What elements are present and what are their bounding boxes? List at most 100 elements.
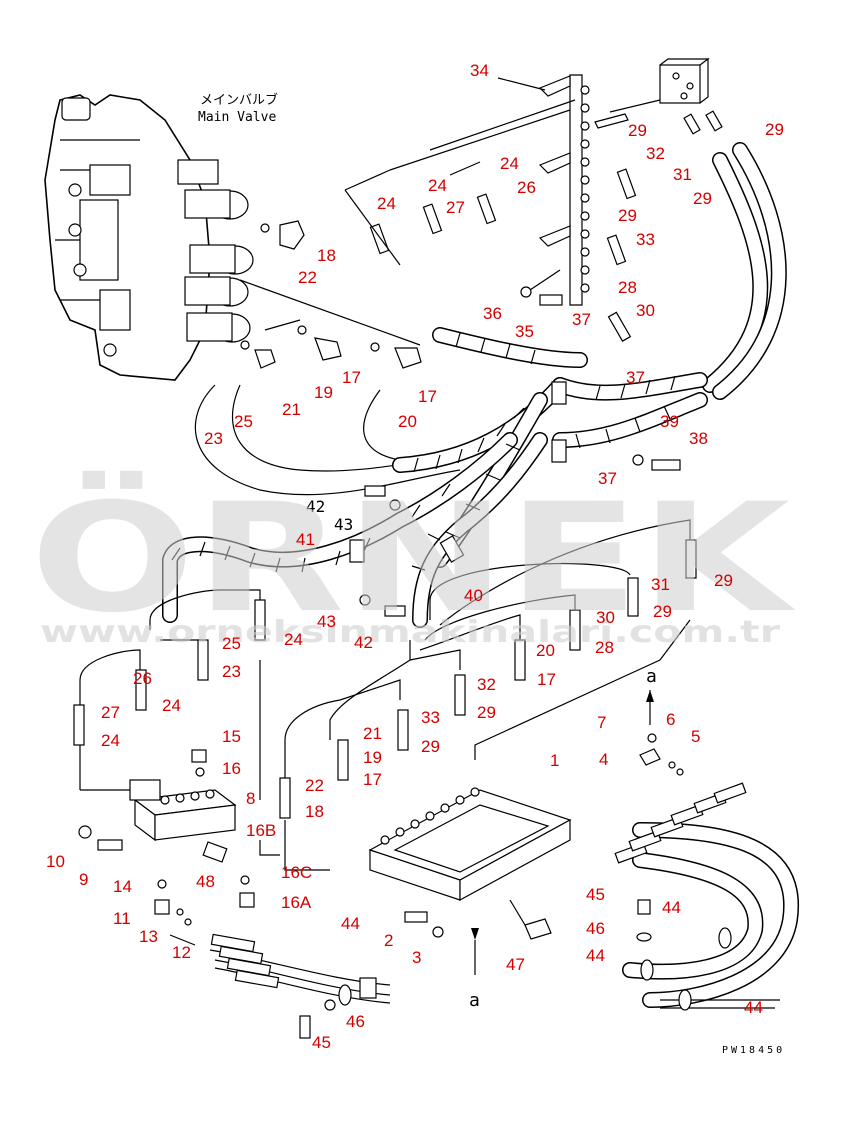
callout-17: 17	[537, 670, 556, 689]
callout-24: 24	[162, 696, 181, 715]
callout-30: 30	[636, 301, 655, 320]
callout-24: 24	[284, 630, 303, 649]
callout-44: 44	[662, 898, 681, 917]
callout-46: 46	[346, 1012, 365, 1031]
callout-39: 39	[660, 412, 679, 431]
callout-29: 29	[618, 206, 637, 225]
callout-35: 35	[515, 322, 534, 341]
callout-37: 37	[598, 469, 617, 488]
callout-29: 29	[714, 571, 733, 590]
callout-13: 13	[139, 927, 158, 946]
callout-29: 29	[693, 189, 712, 208]
main-valve-drawing	[44, 94, 422, 381]
callout-42-outline: 42	[306, 497, 325, 516]
callout-43: 43	[317, 612, 336, 631]
upper-leader-lines	[239, 77, 661, 346]
top-manifold-drawing	[369, 57, 787, 400]
arrow-label-bottom: a	[469, 990, 480, 1011]
callout-33: 33	[636, 230, 655, 249]
callout-29: 29	[477, 703, 496, 722]
callout-2: 2	[384, 931, 393, 950]
callout-47: 47	[506, 955, 525, 974]
callout-28: 28	[595, 638, 614, 657]
callout-45: 45	[586, 885, 605, 904]
callout-41: 41	[296, 530, 315, 549]
callout-19: 19	[363, 748, 382, 767]
callout-44: 44	[744, 998, 763, 1017]
callout-16A: 16A	[281, 893, 312, 912]
callout-42: 42	[354, 633, 373, 652]
callout-44: 44	[586, 946, 605, 965]
callout-15: 15	[222, 727, 241, 746]
callout-16: 16	[222, 759, 241, 778]
callout-12: 12	[172, 943, 191, 962]
callout-33: 33	[421, 708, 440, 727]
callout-45: 45	[312, 1033, 331, 1052]
callout-24: 24	[500, 154, 519, 173]
callout-21: 21	[282, 400, 301, 419]
callout-29: 29	[421, 737, 440, 756]
callout-8: 8	[246, 789, 255, 808]
callout-24: 24	[377, 194, 396, 213]
callout-20: 20	[536, 641, 555, 660]
callout-28: 28	[618, 278, 637, 297]
watermark-brand: ÖRNEK	[30, 470, 796, 646]
lower-lines-drawing	[73, 519, 697, 871]
callout-20: 20	[398, 412, 417, 431]
right-hose-assembly-drawing	[614, 733, 800, 1011]
callout-37: 37	[572, 310, 591, 329]
junction-block-drawing	[78, 749, 255, 926]
callout-17: 17	[342, 368, 361, 387]
callout-34: 34	[470, 61, 489, 80]
callout-29: 29	[653, 602, 672, 621]
callout-26: 26	[133, 669, 152, 688]
callout-26: 26	[517, 178, 536, 197]
callout-16C: 16C	[281, 863, 312, 882]
main-valve-label-en: Main Valve	[198, 110, 276, 125]
callout-23: 23	[204, 429, 223, 448]
callout-3: 3	[412, 948, 421, 967]
callout-27: 27	[101, 703, 120, 722]
callout-29: 29	[628, 121, 647, 140]
callout-16B: 16B	[246, 821, 276, 840]
callout-25: 25	[234, 412, 253, 431]
callout-22: 22	[298, 268, 317, 287]
drawing-code: PW18450	[722, 1045, 785, 1056]
control-box-drawing	[368, 690, 654, 975]
callout-32: 32	[646, 144, 665, 163]
callout-1: 1	[550, 751, 559, 770]
callout-32: 32	[477, 675, 496, 694]
callout-9: 9	[79, 870, 88, 889]
callout-7: 7	[597, 713, 606, 732]
callout-46: 46	[586, 919, 605, 938]
callout-19: 19	[314, 383, 333, 402]
arrow-label-top: a	[646, 666, 657, 687]
callout-17: 17	[363, 770, 382, 789]
callout-14: 14	[113, 877, 132, 896]
callout-18: 18	[305, 802, 324, 821]
callout-6: 6	[666, 710, 675, 729]
callout-24: 24	[428, 176, 447, 195]
bottom-left-hoses-drawing	[169, 933, 391, 1039]
callout-23: 23	[222, 662, 241, 681]
callout-36: 36	[483, 304, 502, 323]
callout-24: 24	[101, 731, 120, 750]
callout-29: 29	[765, 120, 784, 139]
callout-44: 44	[341, 914, 360, 933]
callout-37: 37	[626, 368, 645, 387]
callout-4: 4	[599, 750, 608, 769]
callout-31: 31	[651, 575, 670, 594]
callout-11: 11	[113, 909, 131, 928]
callout-40: 40	[464, 586, 483, 605]
callout-10: 10	[46, 852, 65, 871]
callout-48: 48	[196, 872, 215, 891]
callout-18: 18	[317, 246, 336, 265]
callout-43-outline: 43	[334, 515, 353, 534]
callout-21: 21	[363, 724, 382, 743]
callout-17: 17	[418, 387, 437, 406]
hose-bundle-drawing	[162, 286, 708, 628]
callout-31: 31	[673, 165, 692, 184]
callout-38: 38	[689, 429, 708, 448]
